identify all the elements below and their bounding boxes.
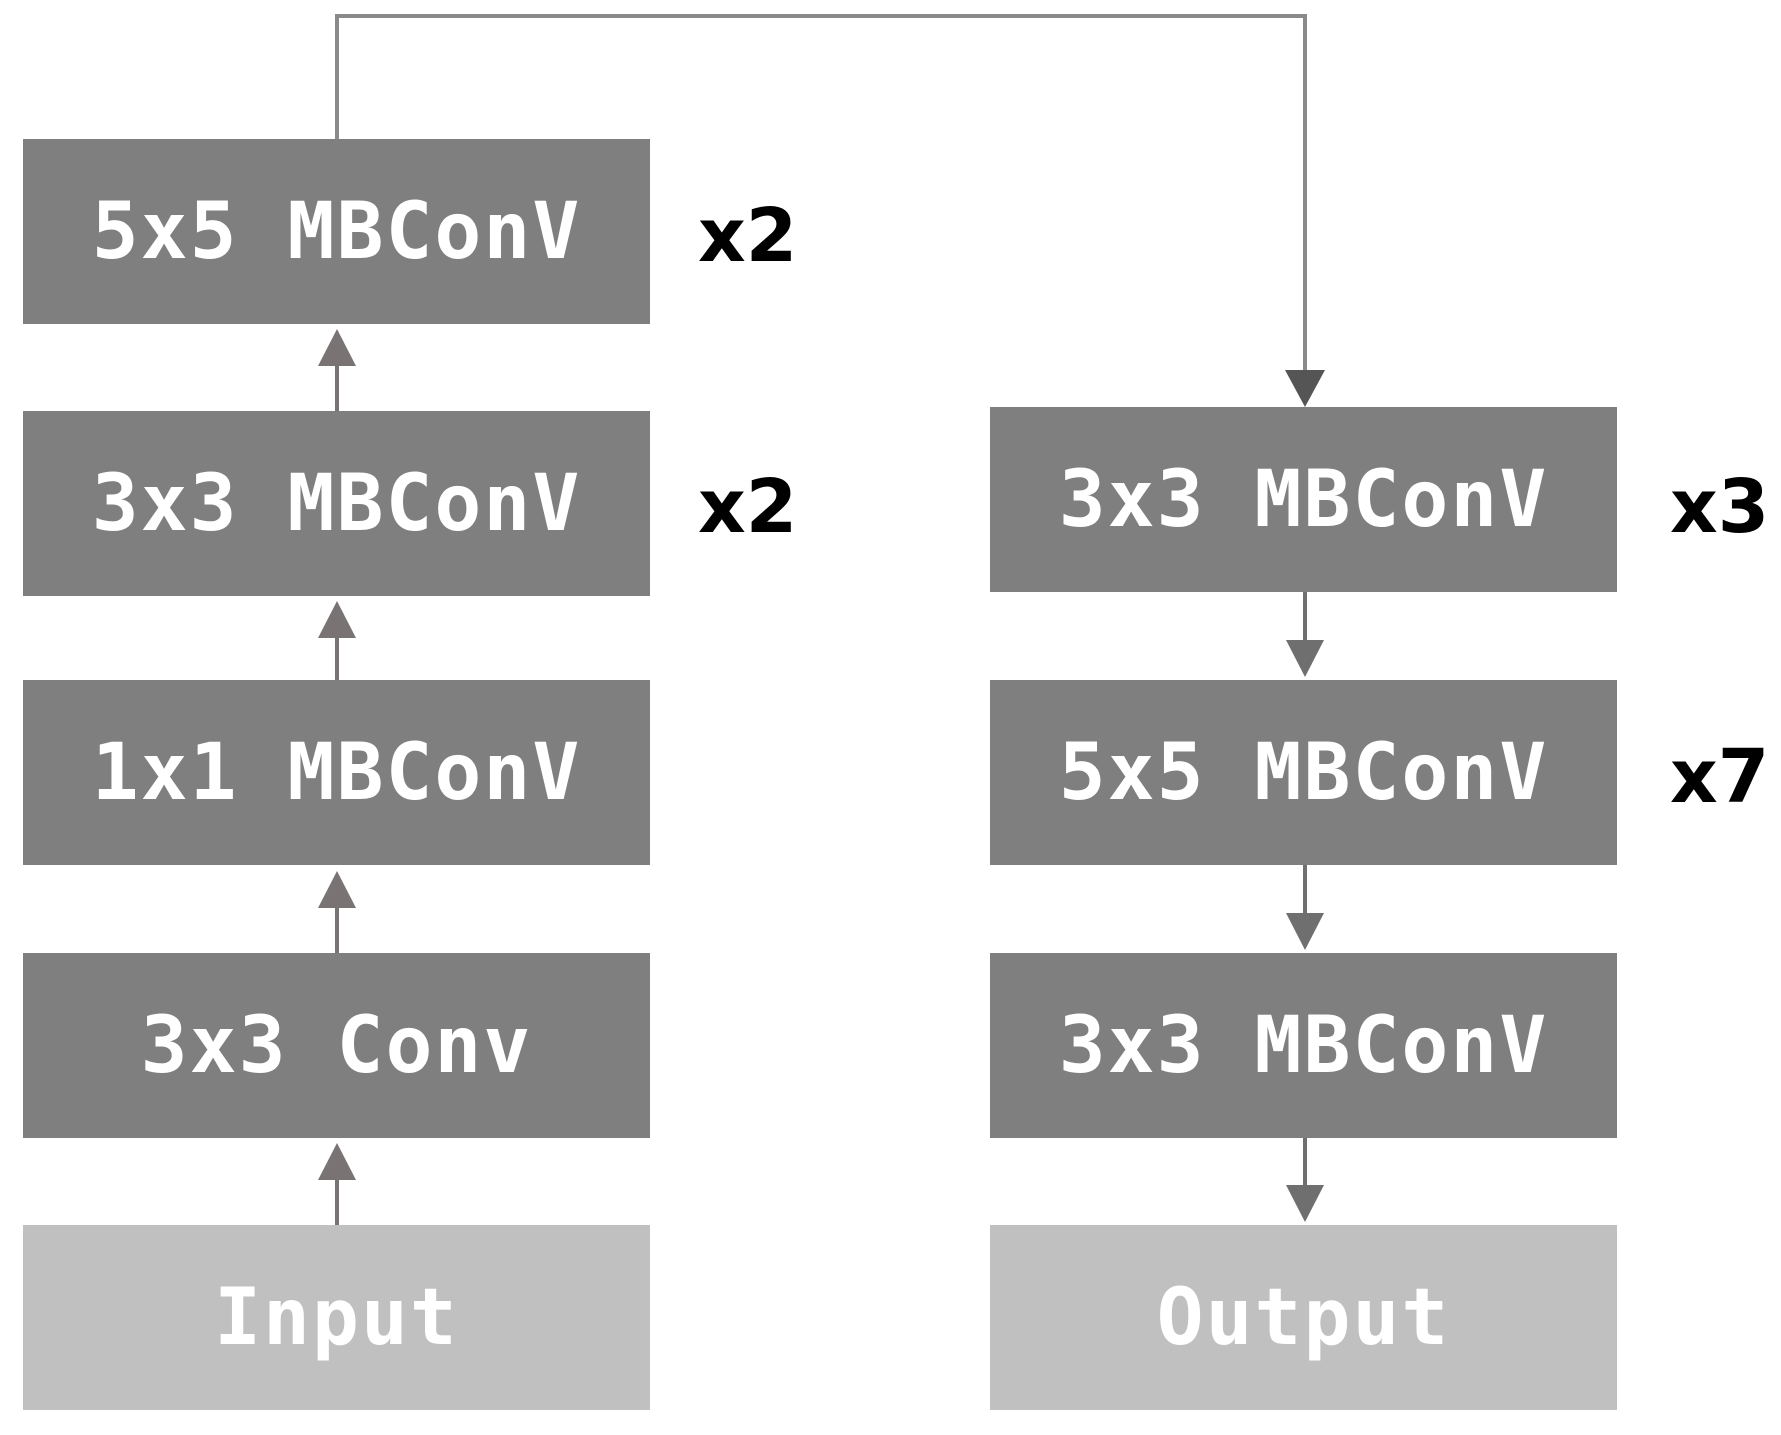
block-conv-3x3: 3x3 Conv xyxy=(23,953,650,1138)
arrow-r3-to-output-head xyxy=(1286,1185,1324,1222)
block-mbconv-5x5-left: 5x5 MBConV xyxy=(23,139,650,324)
block-mbconv-3x3-right-bottom: 3x3 MBConV xyxy=(990,953,1617,1138)
skip-connector-arrowhead xyxy=(1285,370,1325,407)
arrow-r2-to-r3-head xyxy=(1286,913,1324,950)
arrow-r1-to-r2-head xyxy=(1286,640,1324,677)
block-output: Output xyxy=(990,1225,1617,1410)
block-input: Input xyxy=(23,1225,650,1410)
block-mbconv-3x3-right-top: 3x3 MBConV xyxy=(990,407,1617,592)
repeat-count-mbconv-3x3-right-top: x3 xyxy=(1670,464,1770,550)
skip-connector-line xyxy=(335,14,1307,380)
block-mbconv-3x3-left: 3x3 MBConV xyxy=(23,411,650,596)
repeat-count-mbconv-5x5-right: x7 xyxy=(1670,734,1770,820)
arrow-conv-to-mb1x1-head xyxy=(318,871,356,908)
arrow-input-to-conv-head xyxy=(318,1143,356,1180)
repeat-count-mbconv-3x3-left: x2 xyxy=(698,464,798,550)
arrow-mb3x3-to-mb5x5-head xyxy=(318,329,356,366)
block-mbconv-5x5-right: 5x5 MBConV xyxy=(990,680,1617,865)
repeat-count-mbconv-5x5-left: x2 xyxy=(698,193,798,279)
arrow-mb1x1-to-mb3x3-head xyxy=(318,601,356,638)
block-mbconv-1x1: 1x1 MBConV xyxy=(23,680,650,865)
